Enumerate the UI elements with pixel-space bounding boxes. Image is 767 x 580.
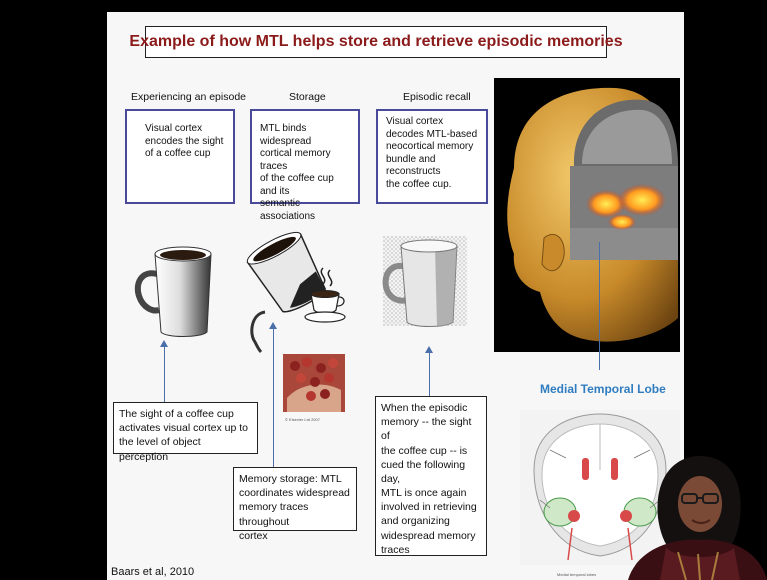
- note-line: The sight of a coffee cup: [119, 407, 252, 421]
- note-line: and organizing: [381, 514, 481, 528]
- cup-handle-fragment: [247, 308, 271, 354]
- arrowhead-perception: [160, 340, 168, 347]
- slide-title: Example of how MTL helps store and retri…: [145, 26, 607, 58]
- heading-recall: Episodic recall: [403, 91, 471, 103]
- brain-caption: Medial temporal lobes: [557, 572, 596, 577]
- note-line: cued the following day,: [381, 458, 481, 486]
- box-line: of a coffee cup: [145, 148, 225, 161]
- heading-experiencing: Experiencing an episode: [131, 91, 246, 103]
- mtl-label: Medial Temporal Lobe: [540, 382, 666, 396]
- coffee-cup-solid: [131, 240, 221, 340]
- citation: Baars et al, 2010: [111, 566, 194, 578]
- note-line: the level of object perception: [119, 435, 252, 463]
- box-line: bundle and reconstructs: [386, 154, 478, 179]
- connector-line: [599, 242, 600, 370]
- note-line: the coffee cup -- is: [381, 444, 481, 458]
- slide: Example of how MTL helps store and retri…: [107, 12, 684, 580]
- box-line: MTL binds widespread: [260, 123, 350, 148]
- photo-caption: © Elsevier Ltd 2007: [285, 417, 320, 422]
- box-line: of the coffee cup and its: [260, 173, 350, 198]
- note-line: Memory storage: MTL: [239, 472, 351, 486]
- coffee-beans-photo: [283, 354, 345, 412]
- note-storage: Memory storage: MTL coordinates widespre…: [233, 467, 357, 531]
- arrowhead-recall: [425, 346, 433, 353]
- note-line: MTL is once again: [381, 486, 481, 500]
- box-mtl-binds: MTL binds widespread cortical memory tra…: [250, 109, 360, 204]
- note-line: memory traces throughout: [239, 500, 351, 528]
- box-line: cortical memory traces: [260, 148, 350, 173]
- note-line: widespread memory: [381, 529, 481, 543]
- arrow-line-storage: [273, 324, 274, 467]
- note-recall: When the episodic memory -- the sight of…: [375, 396, 487, 556]
- box-line: decodes MTL-based: [386, 129, 478, 142]
- box-visual-encodes: Visual cortex encodes the sight of a cof…: [125, 109, 235, 204]
- note-line: activates visual cortex up to: [119, 421, 252, 435]
- box-line: the coffee cup.: [386, 179, 478, 192]
- heading-storage: Storage: [289, 91, 326, 103]
- note-perception: The sight of a coffee cup activates visu…: [113, 402, 258, 454]
- brain-3d-render: [494, 78, 680, 352]
- arrowhead-storage: [269, 322, 277, 329]
- box-line: neocortical memory: [386, 141, 478, 154]
- box-line: Visual cortex: [386, 116, 478, 129]
- note-line: involved in retrieving: [381, 500, 481, 514]
- presenter-video: [628, 448, 767, 580]
- note-line: When the episodic: [381, 401, 481, 415]
- note-line: traces: [381, 543, 481, 557]
- arrow-line-perception: [164, 342, 165, 402]
- box-line: encodes the sight: [145, 136, 225, 149]
- arrow-line-recall: [429, 348, 430, 396]
- coffee-cup-recalled: [375, 232, 471, 330]
- box-visual-decodes: Visual cortex decodes MTL-based neocorti…: [376, 109, 488, 204]
- note-line: coordinates widespread: [239, 486, 351, 500]
- box-line: Visual cortex: [145, 123, 225, 136]
- note-line: cortex: [239, 529, 351, 543]
- small-cup-steam: [303, 266, 347, 324]
- note-line: memory -- the sight of: [381, 415, 481, 443]
